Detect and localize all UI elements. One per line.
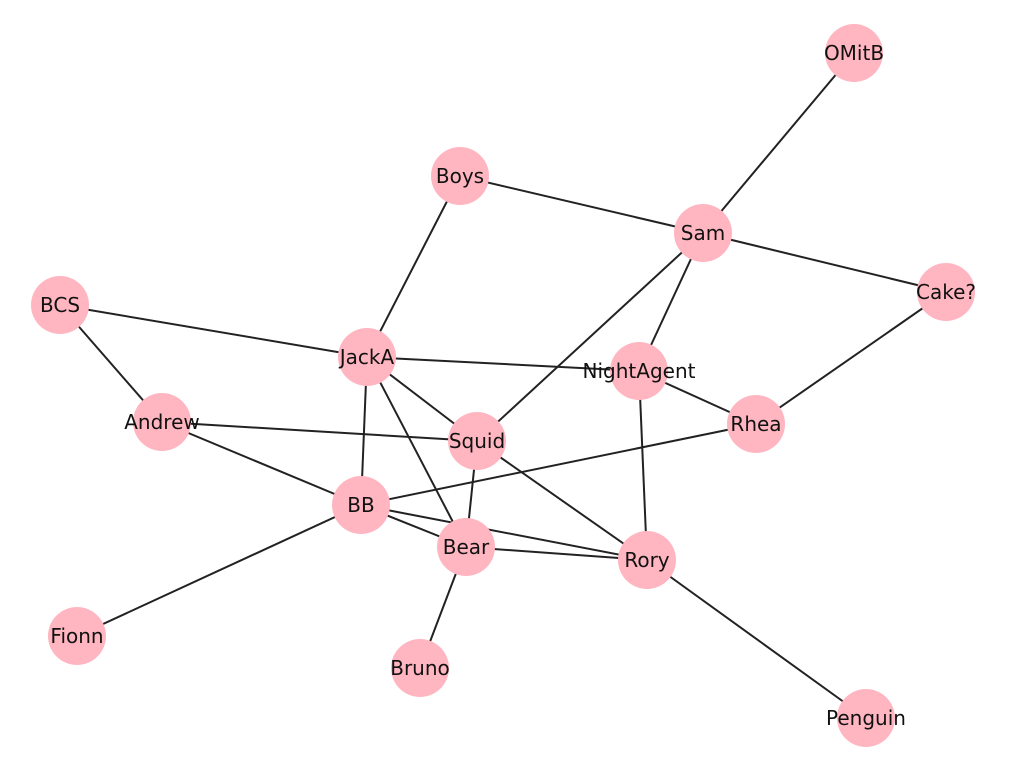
- node-circle: [618, 531, 676, 589]
- edges-layer: [59, 52, 947, 719]
- edge-sam-squid: [476, 232, 704, 442]
- edge-jacka-bear: [366, 356, 467, 548]
- node-squid: Squid: [448, 412, 506, 470]
- node-bb: BB: [332, 476, 390, 534]
- node-circle: [674, 204, 732, 262]
- node-circle: [332, 476, 390, 534]
- node-nightagent: NightAgent: [583, 342, 696, 400]
- edge-andrew-bb: [161, 421, 362, 506]
- edge-bcs-jacka: [59, 304, 368, 358]
- node-bear: Bear: [437, 518, 495, 576]
- node-label: OMitB: [824, 41, 884, 65]
- node-cake: Cake?: [916, 263, 976, 321]
- node-label: Bear: [443, 535, 490, 559]
- edge-bb-fionn: [76, 504, 362, 637]
- node-label: Boys: [436, 164, 484, 188]
- node-label: Penguin: [826, 706, 906, 730]
- node-boys: Boys: [431, 147, 489, 205]
- node-label: Rhea: [730, 412, 781, 436]
- node-penguin: Penguin: [826, 689, 906, 747]
- node-label: BCS: [40, 293, 80, 317]
- node-omitb: OMitB: [824, 24, 884, 82]
- node-rhea: Rhea: [727, 395, 785, 453]
- node-label: Rory: [624, 548, 669, 572]
- node-jacka: JackA: [338, 328, 396, 386]
- node-label: Fionn: [50, 624, 103, 648]
- edge-rory-penguin: [646, 559, 867, 719]
- node-rory: Rory: [618, 531, 676, 589]
- node-circle: [437, 518, 495, 576]
- edge-nightagent-rory: [638, 370, 648, 561]
- node-circle: [31, 276, 89, 334]
- node-circle: [338, 328, 396, 386]
- edge-bb-rory: [360, 504, 648, 561]
- node-label: Sam: [681, 221, 725, 245]
- node-circle: [391, 639, 449, 697]
- node-andrew: Andrew: [124, 393, 200, 451]
- edge-rhea-bb: [360, 423, 757, 506]
- edge-omitb-sam: [702, 52, 855, 234]
- node-circle: [825, 24, 883, 82]
- edge-boys-jacka: [366, 175, 461, 358]
- edge-squid-rory: [476, 440, 648, 561]
- edge-cake-rhea: [755, 291, 947, 425]
- edge-bear-rory: [465, 546, 648, 561]
- node-circle: [610, 342, 668, 400]
- edge-sam-cake: [702, 232, 947, 293]
- node-label: NightAgent: [583, 359, 696, 383]
- node-circle: [837, 689, 895, 747]
- node-circle: [448, 412, 506, 470]
- node-circle: [727, 395, 785, 453]
- node-fionn: Fionn: [48, 607, 106, 665]
- node-circle: [431, 147, 489, 205]
- node-bcs: BCS: [31, 276, 89, 334]
- edge-jacka-nightagent: [366, 356, 640, 372]
- edge-andrew-squid: [161, 421, 478, 442]
- node-sam: Sam: [674, 204, 732, 262]
- node-label: Andrew: [124, 410, 200, 434]
- node-circle: [48, 607, 106, 665]
- node-bruno: Bruno: [390, 639, 450, 697]
- node-label: JackA: [338, 345, 395, 369]
- node-label: Bruno: [390, 656, 450, 680]
- node-circle: [133, 393, 191, 451]
- node-circle: [917, 263, 975, 321]
- node-label: Squid: [449, 429, 505, 453]
- node-label: Cake?: [916, 280, 976, 304]
- edge-boys-sam: [459, 175, 704, 234]
- node-label: BB: [347, 493, 374, 517]
